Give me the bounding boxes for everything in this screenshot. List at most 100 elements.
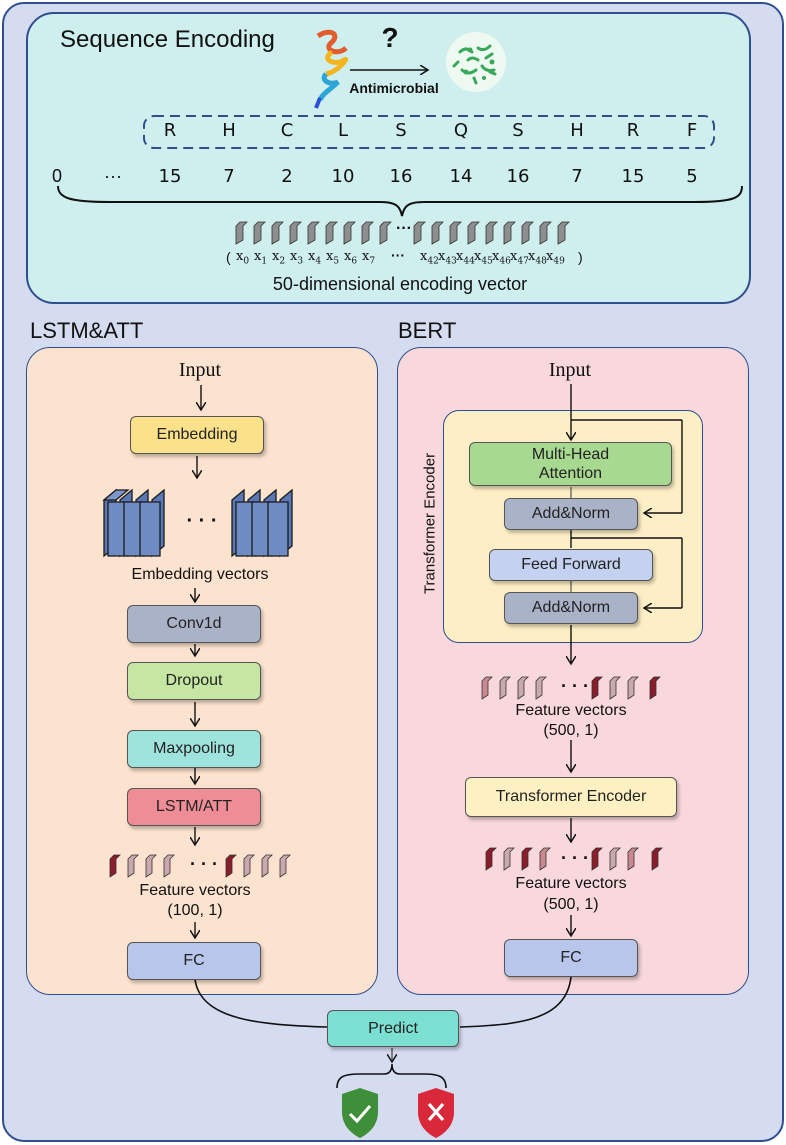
vector-label-ellipsis: ··· [391,247,405,263]
bert1-feature-cell-5 [609,676,621,700]
vector-label-6: x6 [344,249,358,267]
transformer-encoder-box: Transformer Encoder [465,777,677,817]
encoding-cell-10 [431,221,444,245]
bert1-feature-cell-1 [499,676,511,700]
lstm-feature-cell-4 [225,854,237,878]
question-mark: ? [381,22,399,53]
index-2: 2 [281,166,293,187]
lstm-feature-cell-2 [145,854,157,878]
encoding-cell-8 [379,221,392,245]
index-4: 16 [389,166,413,187]
bert1-feature-cell-2 [517,676,529,700]
embedding-vector-stack-right [231,488,293,558]
encoding-cell-12 [467,221,480,245]
encoding-cell-15 [521,221,534,245]
encoding-cell-4 [307,221,320,245]
encoding-cell-5 [325,221,338,245]
amino-acid-2: C [280,120,294,141]
embedding-vectors-label: Embedding vectors [131,566,269,583]
embedding-blocks-ellipsis: · · · [186,510,218,532]
add-norm-box-1: Add&Norm [504,498,638,530]
multi-head-attention-box: Multi-Head Attention [469,442,672,486]
bert-feature-label-1: Feature vectors [515,702,627,719]
amino-acid-9: F [686,120,698,141]
embedding-vector-stack-left [102,488,165,558]
bert2-feature-cell-3 [539,847,551,871]
bert2-feature-cell-4 [591,847,603,871]
lstm-feature-cell-3 [163,854,175,878]
vector-label-7: x7 [362,249,376,267]
amino-acid-4: S [395,120,407,141]
index-9: 5 [686,166,698,187]
lstm-att-title: LSTM&ATT [30,318,144,343]
bert1-feature-cell-6 [627,676,639,700]
protein-helix-icon [314,29,348,109]
bacteria-icon [446,32,506,92]
encoding-cell-16 [539,221,552,245]
encoding-cell-7 [361,221,374,245]
vector-open-paren: ( [226,249,231,265]
bert1-feature-cell-3 [535,676,547,700]
index-5: 14 [449,166,473,187]
vector-label-11: x45 [474,249,493,267]
bert2-feature-cell-5 [609,847,621,871]
bert2-feature-cell-0 [485,847,497,871]
amino-acid-5: Q [453,120,469,141]
bert-feature-ellipsis-2: · · · [561,848,589,868]
lstm-feature-cell-1 [127,854,139,878]
vector-label-0: x0 [236,249,250,267]
bert-feature-shape-2: (500, 1) [543,896,599,913]
encoding-vector-cells [235,221,570,245]
vector-label-1: x1 [254,249,268,267]
vector-label-14: x48 [528,249,547,267]
feed-forward-box: Feed Forward [489,549,653,581]
bert-feature-vector-cells-2 [485,847,663,871]
predict-box: Predict [327,1010,459,1047]
sequence-encoding-title: Sequence Encoding [60,26,275,53]
index-8: 15 [621,166,645,187]
vector-label-2: x2 [272,249,286,267]
amino-acid-0: R [163,120,177,141]
index-6: 16 [506,166,530,187]
bert-feature-label-2: Feature vectors [515,875,627,892]
encoding-cell-6 [343,221,356,245]
encoding-vector-caption: 50-dimensional encoding vector [272,274,528,294]
encoding-cell-17 [557,221,570,245]
lstm-feature-vector-cells [109,854,291,878]
bert1-feature-cell-4 [591,676,603,700]
transformer-encoder-side-label: Transformer Encoder [421,452,439,595]
bert2-feature-cell-7 [651,847,663,871]
index-7: 7 [571,166,583,187]
antimicrobial-label: Antimicrobial [349,80,439,96]
encoding-cell-13 [485,221,498,245]
amino-acid-8: R [626,120,640,141]
amino-acid-3: L [337,120,349,141]
lstm-feature-cell-6 [261,854,273,878]
vector-label-4: x4 [308,249,322,267]
amino-acid-6: S [512,120,524,141]
vector-label-10: x44 [456,249,475,267]
lstm-feature-ellipsis: · · · [190,854,218,874]
vector-label-15: x49 [546,249,565,267]
amino-acid-7: H [570,120,584,141]
dropout-box: Dropout [127,662,261,700]
sequence-encoding-panel [26,12,751,304]
bert-fc-box: FC [504,939,638,977]
bert2-feature-cell-1 [503,847,515,871]
maxpooling-box: Maxpooling [127,730,261,768]
lstm-feature-shape: (100, 1) [167,902,223,919]
leading-index-ellipsis: ··· [104,166,122,186]
lstm-feature-cell-0 [109,854,121,878]
amino-acid-1: H [222,120,236,141]
lstm-feature-cell-7 [279,854,291,878]
bert2-feature-cell-6 [627,847,639,871]
index-0: 15 [158,166,182,187]
vector-label-3: x3 [290,249,304,267]
encoding-cell-1 [253,221,266,245]
vector-label-9: x43 [438,249,457,267]
vector-ellipsis-top: ··· [396,220,412,237]
vector-label-8: x42 [420,249,439,267]
encoding-cell-2 [271,221,284,245]
encoding-brace [57,185,743,217]
